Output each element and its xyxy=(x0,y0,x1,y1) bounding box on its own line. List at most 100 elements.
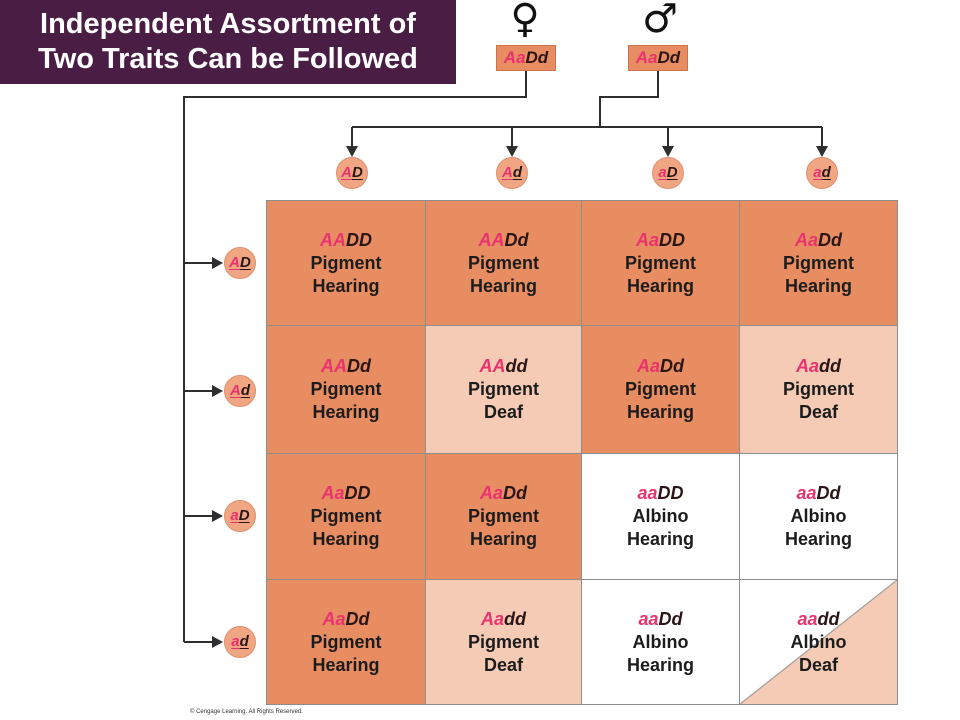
gamete-d-allele: d xyxy=(240,382,250,399)
cell-hearing: Hearing xyxy=(626,654,695,675)
gamete-d-allele: d xyxy=(821,164,831,181)
arrowhead-down xyxy=(816,146,828,157)
genotype-a-alleles: Aa xyxy=(322,608,346,629)
slide-title-line: Two Traits Can be Followed xyxy=(38,43,418,75)
gamete-d-allele: D xyxy=(666,164,678,181)
genotype-a-alleles: Aa xyxy=(794,229,818,250)
cell-hearing: Deaf xyxy=(483,402,523,422)
cell-pigmentation: Albino xyxy=(632,506,689,526)
cell-genotype: AADD xyxy=(320,229,372,252)
cell-genotype: aadd xyxy=(797,608,839,631)
cell-hearing: Deaf xyxy=(798,654,838,675)
cell-genotype: AaDd xyxy=(637,355,684,378)
gamete-a-allele: a xyxy=(231,633,240,650)
cell-hearing: Hearing xyxy=(312,529,380,549)
gamete-a-allele: a xyxy=(813,164,822,181)
genotype-a-alleles: Aa xyxy=(321,483,345,503)
genotype-a-alleles: AA xyxy=(478,229,505,250)
genotype-a-alleles: Aa xyxy=(479,483,503,503)
gamete-d-allele: D xyxy=(240,254,251,271)
cell-genotype: AaDd xyxy=(480,482,527,505)
cell-hearing: Hearing xyxy=(312,402,380,422)
genotype-a-alleles: Aa xyxy=(480,608,504,629)
genotype-a-alleles: AA xyxy=(320,229,346,250)
arrowhead-down xyxy=(346,146,358,157)
cell-genotype: Aadd xyxy=(796,355,841,378)
cell-hearing: Hearing xyxy=(784,529,853,549)
cell-pigmentation: Pigment xyxy=(624,379,696,399)
cell-pigmentation: Pigment xyxy=(310,631,382,652)
gamete-a-allele: a xyxy=(658,164,667,181)
genotype-a-alleles: Aa xyxy=(635,229,659,250)
genotype-d-alleles: Dd xyxy=(504,229,529,250)
slide-title-line: Independent Assortment of xyxy=(40,8,416,40)
genotype-d-alleles: DD xyxy=(346,229,372,250)
genotype-a-alleles: Aa xyxy=(503,48,526,67)
cell-hearing: Hearing xyxy=(626,402,695,422)
cell-hearing: Hearing xyxy=(626,275,695,296)
cell-hearing: Hearing xyxy=(626,529,695,549)
cell-genotype: aaDd xyxy=(638,608,682,631)
arrowhead-right xyxy=(212,510,223,522)
genotype-d-alleles: Dd xyxy=(345,608,370,629)
cell-genotype: AaDD xyxy=(636,229,685,252)
cell-hearing: Hearing xyxy=(469,275,538,296)
genotype-d-alleles: Dd xyxy=(818,229,842,250)
genotype-d-alleles: DD xyxy=(657,483,684,503)
genotype-a-alleles: Aa xyxy=(635,48,658,67)
slide-title: Independent Assortment of Two Traits Can… xyxy=(0,0,456,84)
arrowhead-down xyxy=(506,146,518,157)
cell-pigmentation: Pigment xyxy=(310,252,382,273)
genotype-a-alleles: AA xyxy=(479,356,506,376)
male-gamete-connector xyxy=(599,71,659,127)
cell-pigmentation: Albino xyxy=(632,631,689,652)
female-gamete-connector xyxy=(183,71,527,642)
genotype-d-alleles: Dd xyxy=(657,48,681,67)
cell-genotype: AADd xyxy=(321,355,371,378)
arrowhead-right xyxy=(212,636,223,648)
cell-pigmentation: Pigment xyxy=(782,379,854,399)
cell-pigmentation: Pigment xyxy=(624,252,696,273)
cell-pigmentation: Pigment xyxy=(310,506,382,526)
gamete-a-allele: A xyxy=(341,164,352,181)
gamete-a-allele: A xyxy=(501,164,513,181)
genotype-d-alleles: Dd xyxy=(658,608,683,629)
cell-pigmentation: Pigment xyxy=(782,252,854,273)
cell-pigmentation: Albino xyxy=(790,506,847,526)
gamete-a-allele: A xyxy=(229,254,240,271)
genotype-d-alleles: dd xyxy=(819,356,841,376)
cell-pigmentation: Pigment xyxy=(467,252,539,273)
genotype-a-alleles: aa xyxy=(637,483,658,503)
cell-pigmentation: Albino xyxy=(790,631,847,652)
arrowhead-right xyxy=(212,257,223,269)
genotype-a-alleles: aa xyxy=(638,608,659,629)
genotype-d-alleles: dd xyxy=(504,608,526,629)
genotype-a-alleles: Aa xyxy=(795,356,819,376)
cell-hearing: Deaf xyxy=(483,654,523,675)
genotype-d-alleles: DD xyxy=(659,229,685,250)
cell-pigmentation: Pigment xyxy=(310,379,382,399)
genotype-d-alleles: Dd xyxy=(503,483,527,503)
cell-genotype: AaDd xyxy=(322,608,369,631)
genotype-d-alleles: Dd xyxy=(660,356,684,376)
cell-genotype: AADd xyxy=(479,229,529,252)
genotype-a-alleles: Aa xyxy=(636,356,660,376)
cell-hearing: Hearing xyxy=(469,529,538,549)
